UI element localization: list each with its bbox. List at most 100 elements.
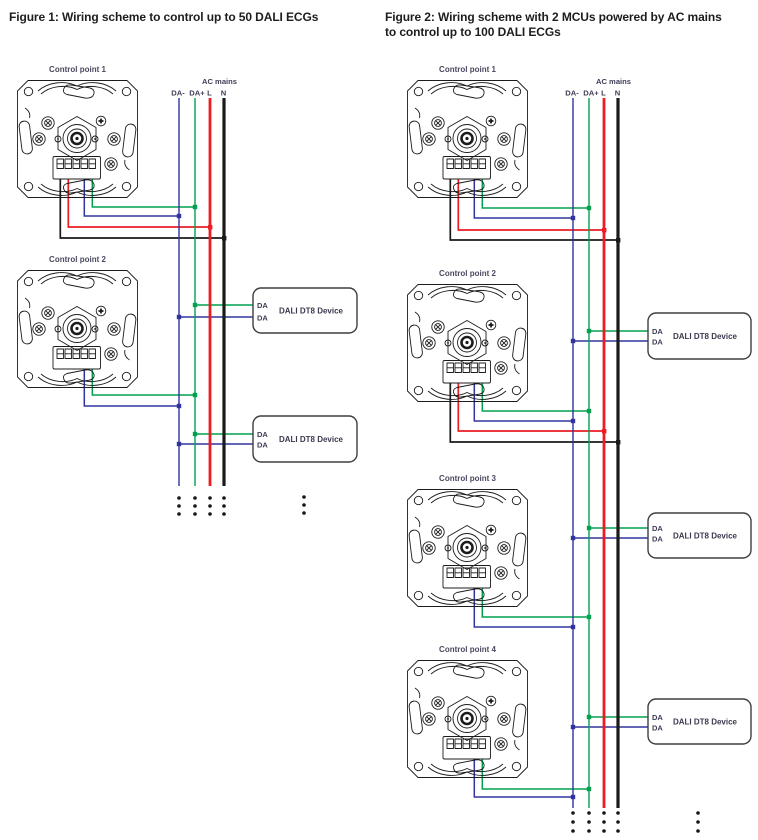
fig2-dali-device-3: DA DA DALI DT8 Device [647,698,752,745]
wire-da-plus [91,369,195,396]
control-point-3-mechanism [408,490,528,607]
fig1-continuation-dots [177,495,306,516]
wire-live [457,179,604,231]
wire-da-minus [473,588,573,628]
fig2-cp1-wires [449,179,618,241]
wire-da-plus [91,179,195,208]
control-point-2-mechanism [408,285,528,402]
junction-dot [176,441,182,447]
junction-dot [192,392,198,398]
control-point-2-mechanism [18,271,138,388]
da-plus-label: DA+ [189,89,205,98]
continuation-dots-column [602,811,606,833]
dali-device-label: DALI DT8 Device [673,532,738,541]
control-point-2-label: Control point 2 [49,255,106,264]
junction-dot [586,786,592,792]
control-point-4-mechanism [408,661,528,778]
ac-mains-label: AC mains [596,77,631,86]
dali-device-box [647,312,752,360]
junction-dot [586,205,592,211]
da-port-bottom: DA [652,534,663,543]
da-plus-label: DA+ [583,89,599,98]
junction-dot [586,408,592,414]
dali-device-box [252,287,358,334]
junction-dot [570,624,576,630]
junction-dot [176,213,182,219]
continuation-dots-column [571,811,575,833]
junction-dot [570,724,576,730]
da-minus-label: DA- [565,89,579,98]
junction-dot [192,204,198,210]
wire-da-minus [473,383,573,422]
da-port-top: DA [257,430,268,439]
fig2-cp2-wires [449,383,618,443]
neutral-label: N [221,89,226,98]
fig2-bus-lines [572,98,620,808]
dali-device-label: DALI DT8 Device [279,307,344,316]
control-point-1-label: Control point 1 [49,65,106,74]
junction-dot [192,302,198,308]
da-port-top: DA [652,713,663,722]
junction-dot [570,418,576,424]
junction-dot [616,440,621,445]
continuation-dots-column [696,811,700,833]
fig1-cp1-wires [59,179,224,239]
figure-1-diagram: Control point 1 Control point 2 AC mains… [18,65,358,516]
figure-2-title: Figure 2: Wiring scheme with 2 MCUs powe… [385,10,722,39]
fig1-dali-device-1: DA DA DALI DT8 Device [252,287,358,334]
wire-neutral [449,179,618,241]
control-point-4-label: Control point 4 [439,645,496,654]
neutral-label: N [615,89,620,98]
dali-device-box [252,415,358,463]
control-point-1-mechanism [18,81,138,198]
fig2-cp3-wires [473,588,589,628]
junction-dot [570,338,576,344]
da-port-bottom: DA [257,313,268,322]
junction-dot [208,225,213,230]
junction-dot [586,614,592,620]
da-port-top: DA [257,301,268,310]
junction-dot [586,328,592,334]
junction-dot [586,714,592,720]
fig2-cp4-wires [473,759,589,798]
junction-dot [586,525,592,531]
wire-da-plus [481,383,589,412]
dali-device-box [647,512,752,559]
continuation-dots-column [208,496,212,516]
figure-1-title: Figure 1: Wiring scheme to control up to… [9,10,319,24]
control-point-1-label: Control point 1 [439,65,496,74]
ac-mains-label: AC mains [202,77,237,86]
figure-2-diagram: Control point 1 Control point 2 Control … [408,65,752,833]
fig1-junction-dots [176,204,227,447]
wire-live [457,383,604,432]
da-port-bottom: DA [652,337,663,346]
wire-live [67,179,210,228]
fig2-dali-device-1: DA DA DALI DT8 Device [647,312,752,360]
dali-device-label: DALI DT8 Device [279,435,344,444]
continuation-dots-column [177,496,181,516]
fig1-bus-lines [178,98,226,486]
fig2-device-leads [573,330,648,728]
junction-dot [602,429,607,434]
control-point-1-mechanism [408,81,528,198]
dali-device-label: DALI DT8 Device [673,718,738,727]
da-port-bottom: DA [257,440,268,449]
fig1-device-leads [179,304,253,445]
continuation-dots-column [193,496,197,516]
junction-dot [616,238,621,243]
junction-dot [222,236,227,241]
da-minus-label: DA- [171,89,185,98]
fig1-dali-device-2: DA DA DALI DT8 Device [252,415,358,463]
da-port-bottom: DA [652,723,663,732]
control-point-3-label: Control point 3 [439,474,496,483]
wire-da-minus [473,179,573,219]
live-label: L [601,89,606,98]
control-point-2-label: Control point 2 [439,269,496,278]
fig2-junction-dots [570,205,621,800]
fig2-continuation-dots [571,811,700,833]
dali-device-box [647,698,752,745]
fig2-dali-device-2: DA DA DALI DT8 Device [647,512,752,559]
continuation-dots-column [587,811,591,833]
junction-dot [570,794,576,800]
